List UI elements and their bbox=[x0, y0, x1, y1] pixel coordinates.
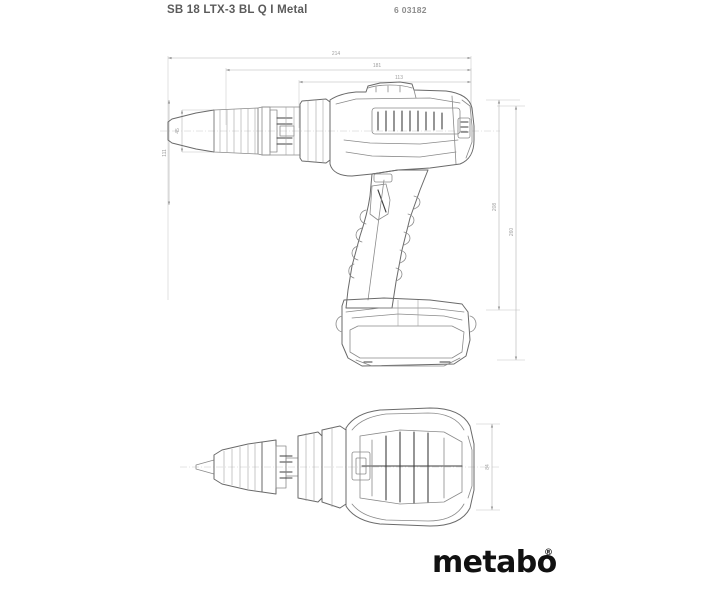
page-title: SB 18 LTX-3 BL Q I Metal bbox=[167, 4, 308, 16]
dim-overall-height: 260 bbox=[509, 228, 515, 237]
motor-housing bbox=[329, 81, 475, 177]
drawing-header: SB 18 LTX-3 BL Q I Metal 6 03182 bbox=[0, 0, 720, 30]
brand-wordmark: metabo bbox=[432, 545, 557, 580]
dim-overall-length: 214 bbox=[332, 51, 341, 57]
part-number: 6 03182 bbox=[394, 5, 427, 15]
registered-trademark-icon: ® bbox=[544, 548, 553, 558]
dim-overall-width: 84 bbox=[485, 464, 491, 470]
battery-pack bbox=[335, 297, 477, 367]
metabo-logo: metabo ® bbox=[432, 548, 572, 582]
dim-body-height: 208 bbox=[492, 203, 498, 212]
dim-front-height: 111 bbox=[162, 149, 168, 157]
plan-view-drill: 84 bbox=[180, 407, 500, 527]
pistol-grip bbox=[345, 169, 429, 309]
dim-housing-length: 113 bbox=[395, 75, 403, 81]
side-view-drill bbox=[167, 81, 477, 367]
side-view-dimension-lines: 214 181 113 45 111 208 bbox=[160, 51, 525, 361]
dim-length-to-chuck-body: 181 bbox=[373, 63, 382, 69]
chuck-assembly bbox=[167, 106, 301, 156]
